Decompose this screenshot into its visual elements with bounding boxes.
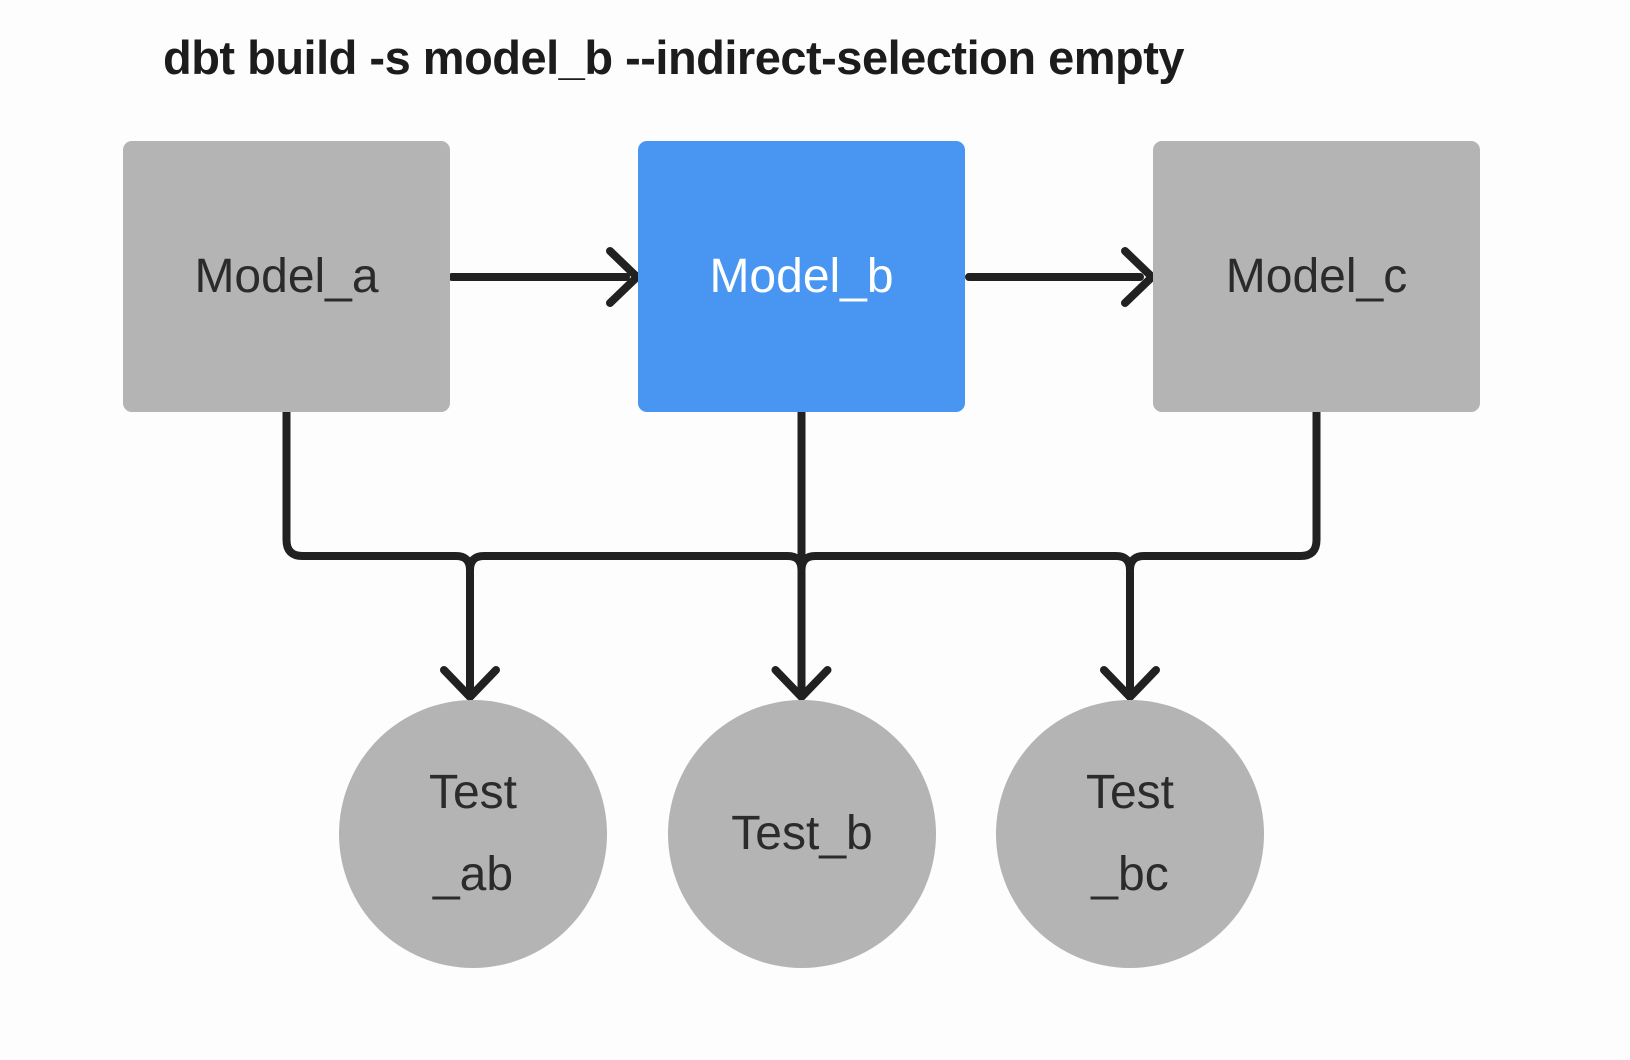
- node-test-ab-label-line1: Test: [428, 766, 518, 819]
- node-test-bc: Test _bc: [996, 700, 1264, 968]
- node-test-ab: Test _ab: [339, 700, 607, 968]
- node-model-a: Model_a: [123, 141, 450, 412]
- edge-model-b-to-test-b: [771, 408, 832, 701]
- node-test-bc-label-line1: Test: [1085, 766, 1175, 819]
- edge-model-c-to-test-bc: [1126, 408, 1321, 574]
- node-test-b: Test_b: [668, 700, 936, 968]
- node-model-b-label: Model_b: [709, 250, 894, 303]
- diagram-title: dbt build -s model_b --indirect-selectio…: [163, 31, 1185, 84]
- node-model-b-selected: Model_b: [638, 141, 965, 412]
- node-model-c-label: Model_c: [1225, 250, 1408, 303]
- node-test-b-label: Test_b: [731, 807, 873, 860]
- edge-model-a-to-test-ab: [282, 408, 500, 701]
- edge-model-b-to-model-c: [965, 247, 1156, 307]
- edge-trunk-right-to-test-bc: [797, 552, 1160, 701]
- node-test-bc-label-line2: _bc: [1091, 848, 1169, 901]
- node-model-c: Model_c: [1153, 141, 1480, 412]
- node-test-ab-label-line2: _ab: [432, 848, 514, 901]
- node-model-a-label: Model_a: [194, 250, 379, 303]
- edge-trunk-left: [466, 552, 806, 574]
- edge-model-a-to-model-b: [448, 247, 641, 307]
